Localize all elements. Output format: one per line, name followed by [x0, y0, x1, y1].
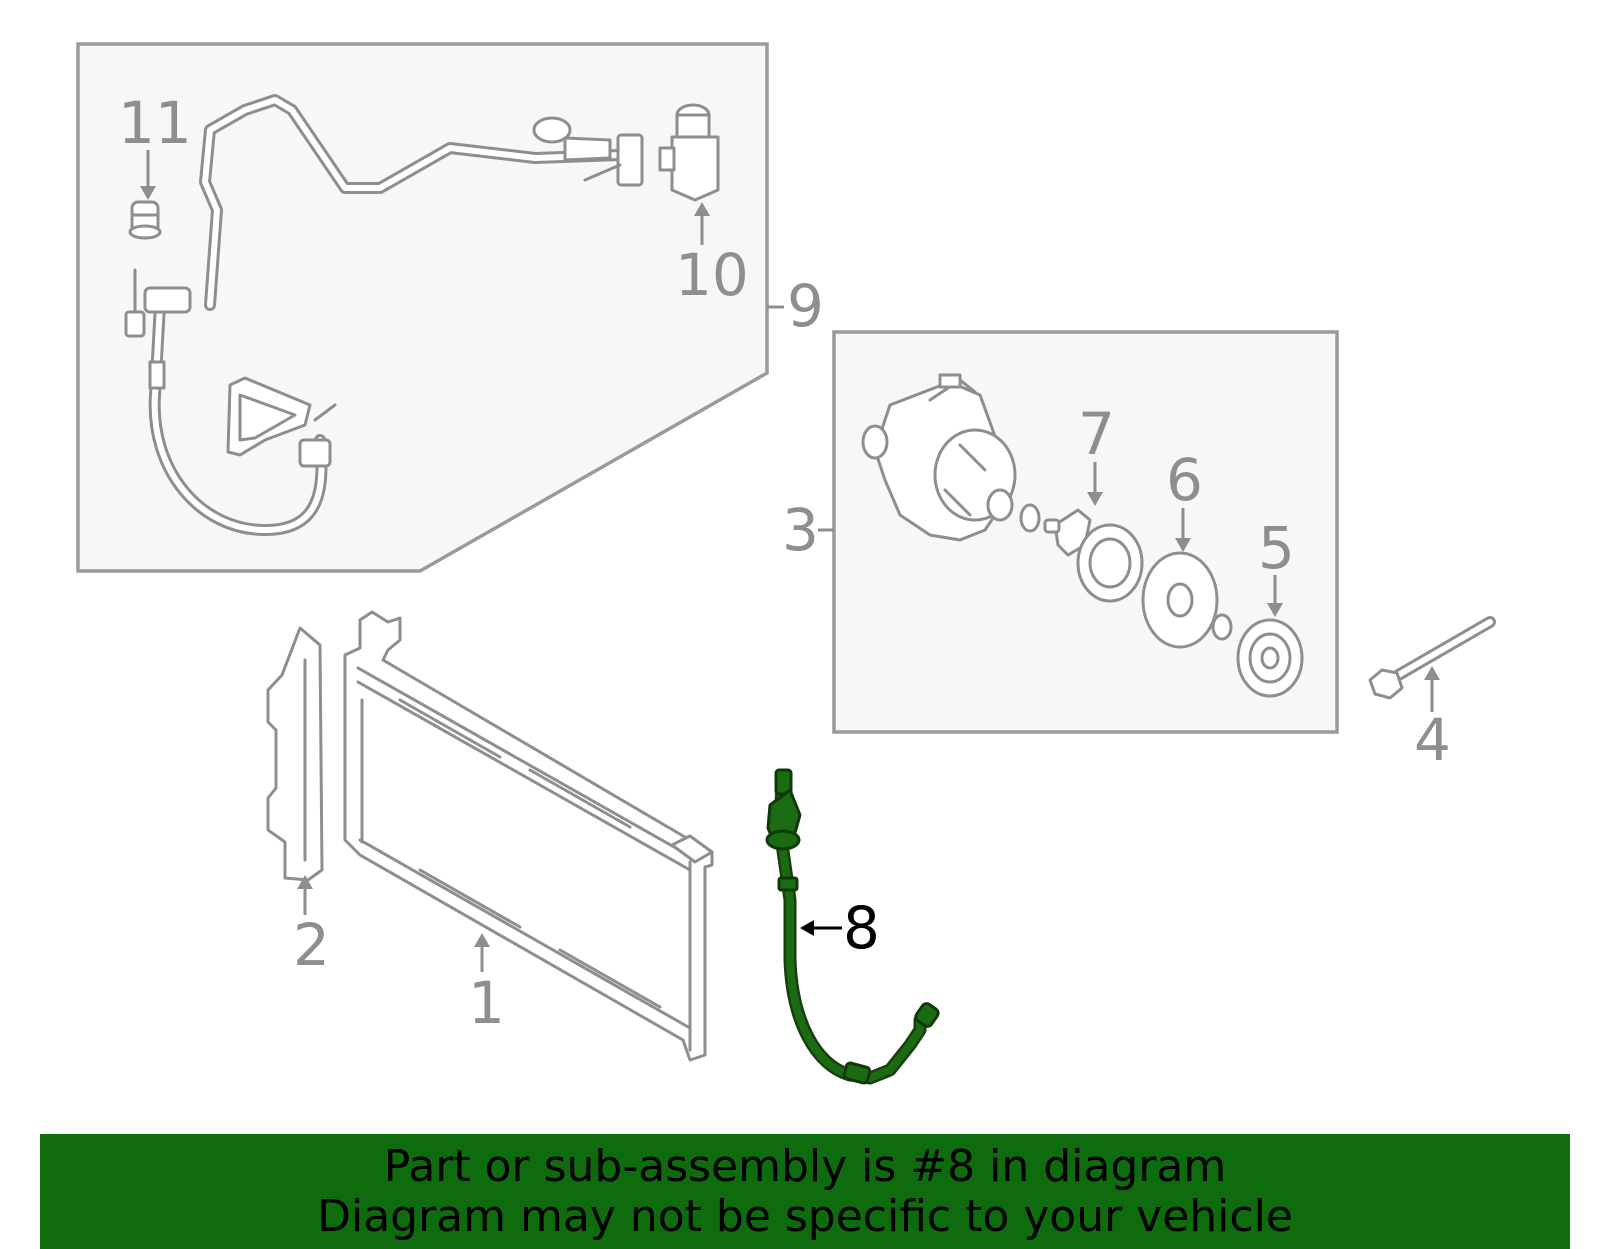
callout-5: 5 [1258, 514, 1295, 582]
callout-4: 4 [1414, 706, 1451, 774]
callout-8: 8 [843, 894, 880, 962]
part-10-switch [658, 103, 720, 202]
assembly-9-group [76, 42, 769, 573]
part-11-cap [128, 200, 162, 240]
part-1-condenser [343, 610, 714, 1062]
assembly-3-group [832, 330, 1339, 734]
part-8-hose[interactable] [765, 768, 940, 1085]
callout-9: 9 [787, 272, 824, 340]
part-4-bolt [1368, 616, 1496, 700]
callout-2: 2 [293, 911, 330, 979]
callout-10: 10 [675, 241, 749, 309]
callout-1: 1 [468, 969, 505, 1037]
callout-7: 7 [1078, 400, 1115, 468]
callout-3: 3 [782, 496, 819, 564]
banner-line-2: Diagram may not be specific to your vehi… [317, 1191, 1293, 1242]
info-banner: Part or sub-assembly is #8 in diagram Di… [40, 1134, 1570, 1249]
callout-11: 11 [118, 89, 192, 157]
banner-line-1: Part or sub-assembly is #8 in diagram [383, 1141, 1227, 1192]
part-2-seal [266, 626, 324, 882]
callout-6: 6 [1166, 446, 1203, 514]
